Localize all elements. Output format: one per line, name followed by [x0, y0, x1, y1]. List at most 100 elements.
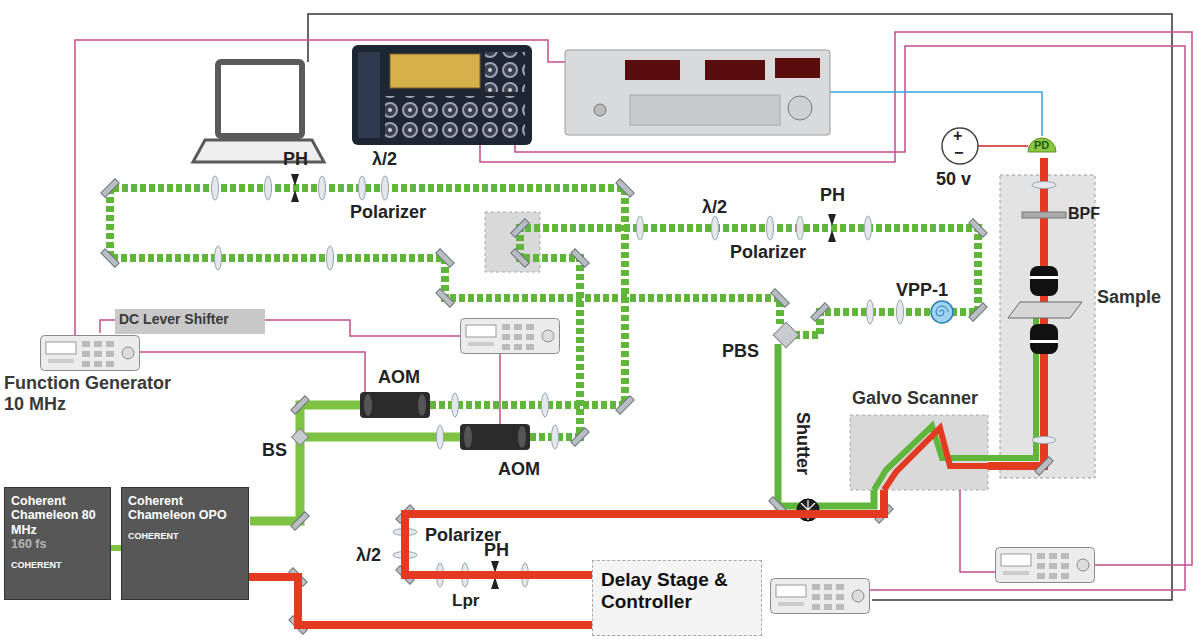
lenses: [437, 425, 444, 449]
mirrors: [571, 428, 589, 446]
waveplate-label: λ/2: [372, 150, 397, 170]
lenses: [327, 246, 334, 270]
function-generators: [41, 319, 1095, 614]
lenses: [797, 216, 804, 240]
mirrors: [101, 249, 119, 267]
waveplate-label: λ/2: [702, 198, 727, 218]
lenses: [712, 216, 719, 240]
lenses: [319, 176, 326, 200]
beam-splitter-label: PBS: [722, 342, 759, 362]
function-generators: [771, 579, 870, 614]
node-text: Sample: [1097, 287, 1161, 308]
polarity-sign: +: [953, 127, 962, 145]
node-text: 160 fs: [11, 537, 104, 551]
objectives-sample: [1030, 324, 1058, 354]
node-text: COHERENT: [11, 560, 104, 570]
lenses: [542, 393, 549, 417]
lock-in-amplifier: [788, 96, 812, 120]
green-beam: [110, 188, 1036, 521]
delay-stage-box: Delay Stage & Controller: [592, 560, 762, 636]
lenses: [359, 176, 366, 200]
lenses: [212, 176, 1057, 587]
mirrors: [101, 179, 1053, 634]
mirrors: [571, 249, 589, 267]
function-generators: [996, 548, 1095, 583]
lenses: [265, 176, 272, 200]
wires: [830, 92, 1042, 136]
lock-in-amplifier: [775, 58, 820, 78]
node-text: Galvo Scanner: [852, 388, 986, 409]
voltage-label: 50 v: [936, 170, 971, 190]
lenses: [552, 425, 559, 449]
node-text: Function Generator 10 MHz: [4, 373, 189, 414]
beam-connector: [249, 577, 592, 625]
node-text: Coherent Chameleon 80 MHz: [11, 494, 104, 537]
beam-splitter-label: BS: [262, 441, 287, 461]
beam-splitters: [773, 322, 798, 347]
wires: [308, 14, 1172, 600]
aom: [360, 392, 430, 418]
wires: [140, 352, 365, 392]
aom: [464, 426, 472, 448]
battery: [942, 128, 978, 164]
node-text: DC Lever Shifter: [119, 311, 261, 327]
galvo-scanner: Galvo Scanner: [850, 388, 988, 490]
mirrors: [436, 289, 454, 307]
lock-in-amplifier: [625, 60, 680, 80]
beam-splitters: [292, 429, 309, 446]
filter-label: BPF: [1068, 205, 1100, 223]
pinhole-label: PH: [283, 150, 308, 170]
daq-box: [390, 54, 480, 88]
objectives-sample: [1030, 276, 1058, 279]
phase-plate-label: VPP-1: [896, 281, 948, 301]
mirrors: [616, 179, 634, 197]
modulator-label: AOM: [378, 368, 420, 388]
panels: [485, 212, 540, 272]
lenses: [452, 393, 459, 417]
beam-connector: [111, 545, 121, 551]
objectives-sample: [1008, 302, 1082, 318]
red-beam: [884, 428, 988, 490]
lock-in-amplifier: [705, 60, 765, 80]
laser-box: Coherent Chameleon 80 MHz160 fs COHERENT: [4, 487, 111, 600]
mirrors: [511, 249, 529, 267]
pinhole-label: PH: [820, 186, 845, 206]
wires: [265, 320, 460, 336]
aom: [418, 394, 426, 416]
aom: [360, 392, 530, 450]
lock-in-amplifier: [630, 95, 780, 125]
beam-splitters: [292, 322, 799, 445]
aom: [460, 424, 530, 450]
vortex-phase-plate: [931, 301, 953, 323]
detector-label: PD: [1034, 139, 1049, 151]
lenses: [637, 216, 644, 240]
mirrors: [291, 396, 309, 414]
pinholes: [828, 214, 836, 242]
computer: [218, 62, 302, 136]
lenses: [867, 300, 874, 324]
objectives-sample: [1008, 212, 1082, 354]
mirrors: [291, 512, 309, 530]
beam-connector: [100, 320, 115, 333]
computer: [193, 62, 324, 162]
panels: [850, 415, 988, 490]
beam-connector: [988, 462, 1000, 470]
panels: [485, 175, 1095, 490]
objectives-sample: [1030, 340, 1058, 343]
mirrors: [101, 179, 119, 197]
function-generator: Function Generator 10 MHz: [4, 333, 189, 421]
lenses: [382, 176, 389, 200]
aom: [364, 394, 372, 416]
lenses: [215, 246, 222, 270]
lock-in-amplifier: [565, 50, 830, 135]
function-generators: [41, 336, 140, 371]
node-text: Delay Stage & Controller: [601, 569, 753, 613]
pinholes: [291, 174, 299, 202]
vortex-phase-plate: [931, 301, 953, 323]
mirrors: [811, 303, 829, 321]
daq-box: [358, 52, 380, 138]
lenses: [897, 300, 904, 324]
mirrors: [511, 219, 529, 237]
modulator-label: AOM: [498, 460, 540, 480]
